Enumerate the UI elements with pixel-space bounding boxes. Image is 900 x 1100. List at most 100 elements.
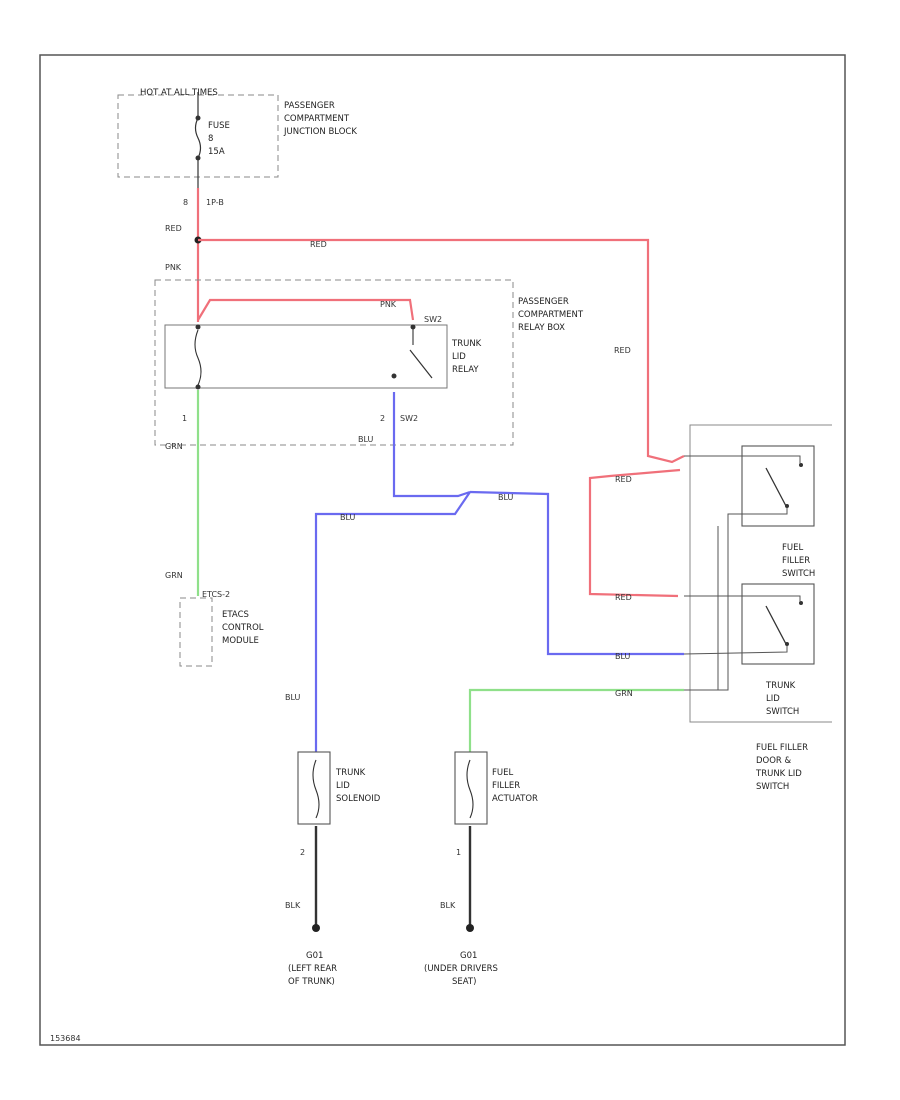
red-wire-switch-loop [588, 468, 681, 598]
trunk-lid-switch-label-line3: SWITCH [766, 707, 799, 717]
wire-label-red-4: RED [615, 475, 632, 484]
ground-right-label-line1: G01 [460, 951, 477, 961]
trunk-switch-node-bottom [785, 642, 789, 646]
switch-assembly-label-line2: DOOR & [756, 756, 792, 766]
fuel-filler-actuator-label-line2: FILLER [492, 781, 520, 791]
etacs-label-line3: MODULE [222, 636, 259, 646]
trunk-lid-relay-body [164, 324, 448, 389]
trunk-lid-solenoid-label-line2: LID [336, 781, 350, 791]
wire-label-grn-3: GRN [615, 689, 633, 698]
fuel-filler-switch-body [741, 445, 815, 527]
blue-wire-splice-to-switch [469, 490, 684, 656]
relay-coil-bottom-node [195, 384, 201, 390]
wire-label-red-3: RED [614, 346, 631, 355]
fuel-filler-actuator-label-line3: ACTUATOR [492, 794, 538, 804]
wire-label-red-2: RED [310, 240, 327, 249]
ground-right-label-line3: SEAT) [452, 977, 476, 987]
wire-label-grn-2: GRN [165, 571, 183, 580]
wire-label-red-1: RED [165, 224, 182, 233]
trunk-lid-switch-label-line2: LID [766, 694, 780, 704]
wire-label-blu-2: BLU [340, 513, 356, 522]
relay-right-connector: SW2 [400, 414, 418, 423]
relay-coil-top-node [195, 324, 201, 330]
trunk-switch-lead-bottom [683, 646, 788, 655]
fuel-switch-lead-top [684, 455, 801, 464]
switch-assembly-outline [689, 424, 832, 723]
trunk-lid-solenoid-body [297, 751, 331, 825]
hot-at-all-times-label: HOT AT ALL TIMES [140, 88, 218, 98]
trunk-lid-relay-label-line1: TRUNK [451, 339, 482, 349]
fuel-filler-actuator-label-line1: FUEL [492, 768, 513, 778]
fuel-filler-switch-label-line3: SWITCH [782, 569, 815, 579]
relay-pin-left: 1 [182, 414, 187, 423]
ground-right-node [466, 924, 474, 932]
switch-assembly-label-line1: FUEL FILLER [756, 743, 808, 753]
etacs-connector: ETCS-2 [202, 590, 230, 599]
blue-wire-relay-to-splice [392, 392, 471, 498]
ground-left-label-line2: (LEFT REAR [288, 964, 337, 974]
relay-coil [194, 329, 202, 386]
blue-wire-splice-to-solenoid [314, 491, 471, 752]
trunk-switch-lead-top [684, 595, 801, 602]
ground-right-label-line2: (UNDER DRIVERS [424, 964, 498, 974]
wire-label-pnk-2: PNK [380, 300, 397, 309]
solenoid-pin: 2 [300, 848, 305, 857]
fuel-switch-arm [765, 467, 787, 507]
wire-label-grn-1: GRN [165, 442, 183, 451]
wire-label-blk-2: BLK [440, 901, 456, 910]
relay-box-label-line2: COMPARTMENT [518, 310, 584, 320]
relay-box-label-line1: PASSENGER [518, 297, 569, 307]
fuel-filler-actuator-body [454, 751, 488, 825]
trunk-lid-relay-label-line3: RELAY [452, 365, 479, 375]
etacs-module-box [179, 597, 213, 667]
fuel-filler-switch-label-line2: FILLER [782, 556, 810, 566]
fuse-label-line2: 8 [208, 134, 213, 144]
ground-left-label-line3: OF TRUNK) [288, 977, 335, 987]
trunk-lid-switch-body [741, 583, 815, 665]
fuse-pin-number: 8 [183, 198, 188, 207]
diagram-id: 153684 [50, 1034, 81, 1043]
trunk-lid-relay-label-line2: LID [452, 352, 466, 362]
wire-label-blu-5: BLU [615, 652, 631, 661]
ground-left-label-line1: G01 [306, 951, 323, 961]
junction-block-label-line2: COMPARTMENT [284, 114, 350, 124]
switch-assembly-label-line3: TRUNK LID [755, 769, 802, 779]
switch-assembly-label-line4: SWITCH [756, 782, 789, 792]
wire-label-pnk-1: PNK [165, 263, 182, 272]
trunk-lid-solenoid-label-line3: SOLENOID [336, 794, 381, 804]
relay-contact-bottom-node [391, 373, 397, 379]
relay-contact-arm [409, 349, 433, 379]
etacs-label-line2: CONTROL [222, 623, 264, 633]
pink-relay-wire [197, 298, 415, 321]
junction-block-label-line3: JUNCTION BLOCK [283, 127, 357, 137]
trunk-lid-switch-label-line1: TRUNK [765, 681, 796, 691]
relay-box-label-line3: RELAY BOX [518, 323, 565, 333]
fuse-label-line3: 15A [208, 147, 225, 157]
trunk-switch-arm [765, 605, 787, 645]
diagram-frame [39, 54, 846, 1046]
fuel-switch-node-bottom [785, 504, 789, 508]
relay-pin-right: 2 [380, 414, 385, 423]
junction-block-label-line1: PASSENGER [284, 101, 335, 111]
actuator-pin: 1 [456, 848, 461, 857]
relay-top-connector: SW2 [424, 315, 442, 324]
ground-left-node [312, 924, 320, 932]
wire-label-blk-1: BLK [285, 901, 301, 910]
red-wire-to-switch [198, 238, 685, 464]
wire-label-blu-4: BLU [498, 493, 514, 502]
solenoid-coil [312, 759, 320, 819]
fuse-symbol [194, 117, 202, 159]
wire-label-blu-3: BLU [285, 693, 301, 702]
fuse-connector-id: 1P-B [206, 198, 224, 207]
fuse-label-line1: FUSE [208, 121, 230, 131]
green-wire-actuator-switch [468, 688, 684, 752]
actuator-coil [466, 759, 474, 819]
fuel-filler-switch-label-line1: FUEL [782, 543, 803, 553]
relay-box-outline [154, 279, 514, 446]
wire-label-blu-1: BLU [358, 435, 374, 444]
wire-label-red-5: RED [615, 593, 632, 602]
trunk-lid-solenoid-label-line1: TRUNK [335, 768, 366, 778]
etacs-label-line1: ETACS [222, 610, 249, 620]
fuel-switch-lead-bottom [684, 508, 788, 691]
